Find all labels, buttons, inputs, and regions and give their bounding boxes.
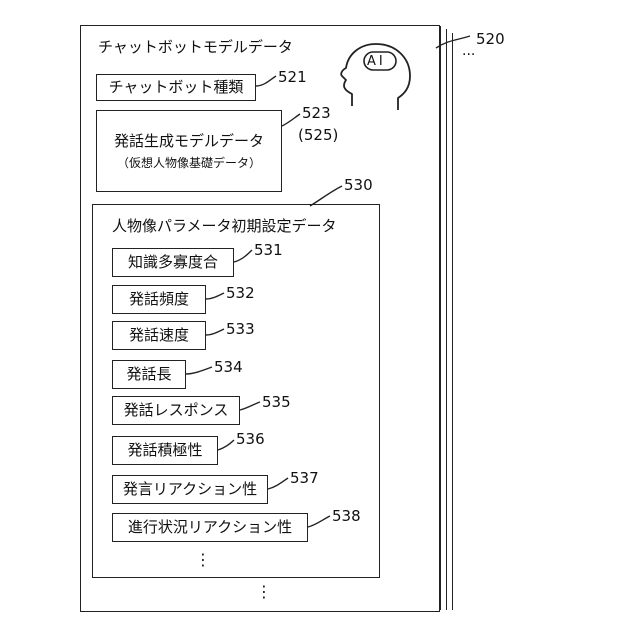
leader-536 — [218, 440, 234, 450]
leader-531 — [234, 250, 252, 262]
leader-520 — [436, 36, 470, 48]
leader-537 — [268, 478, 288, 489]
leader-535 — [240, 402, 260, 410]
leader-523 — [282, 114, 300, 126]
leader-521 — [256, 76, 276, 86]
leader-538 — [308, 516, 330, 527]
leader-530 — [310, 186, 342, 206]
leader-534 — [186, 367, 212, 374]
leader-533 — [206, 329, 224, 335]
leader-532 — [206, 293, 224, 299]
